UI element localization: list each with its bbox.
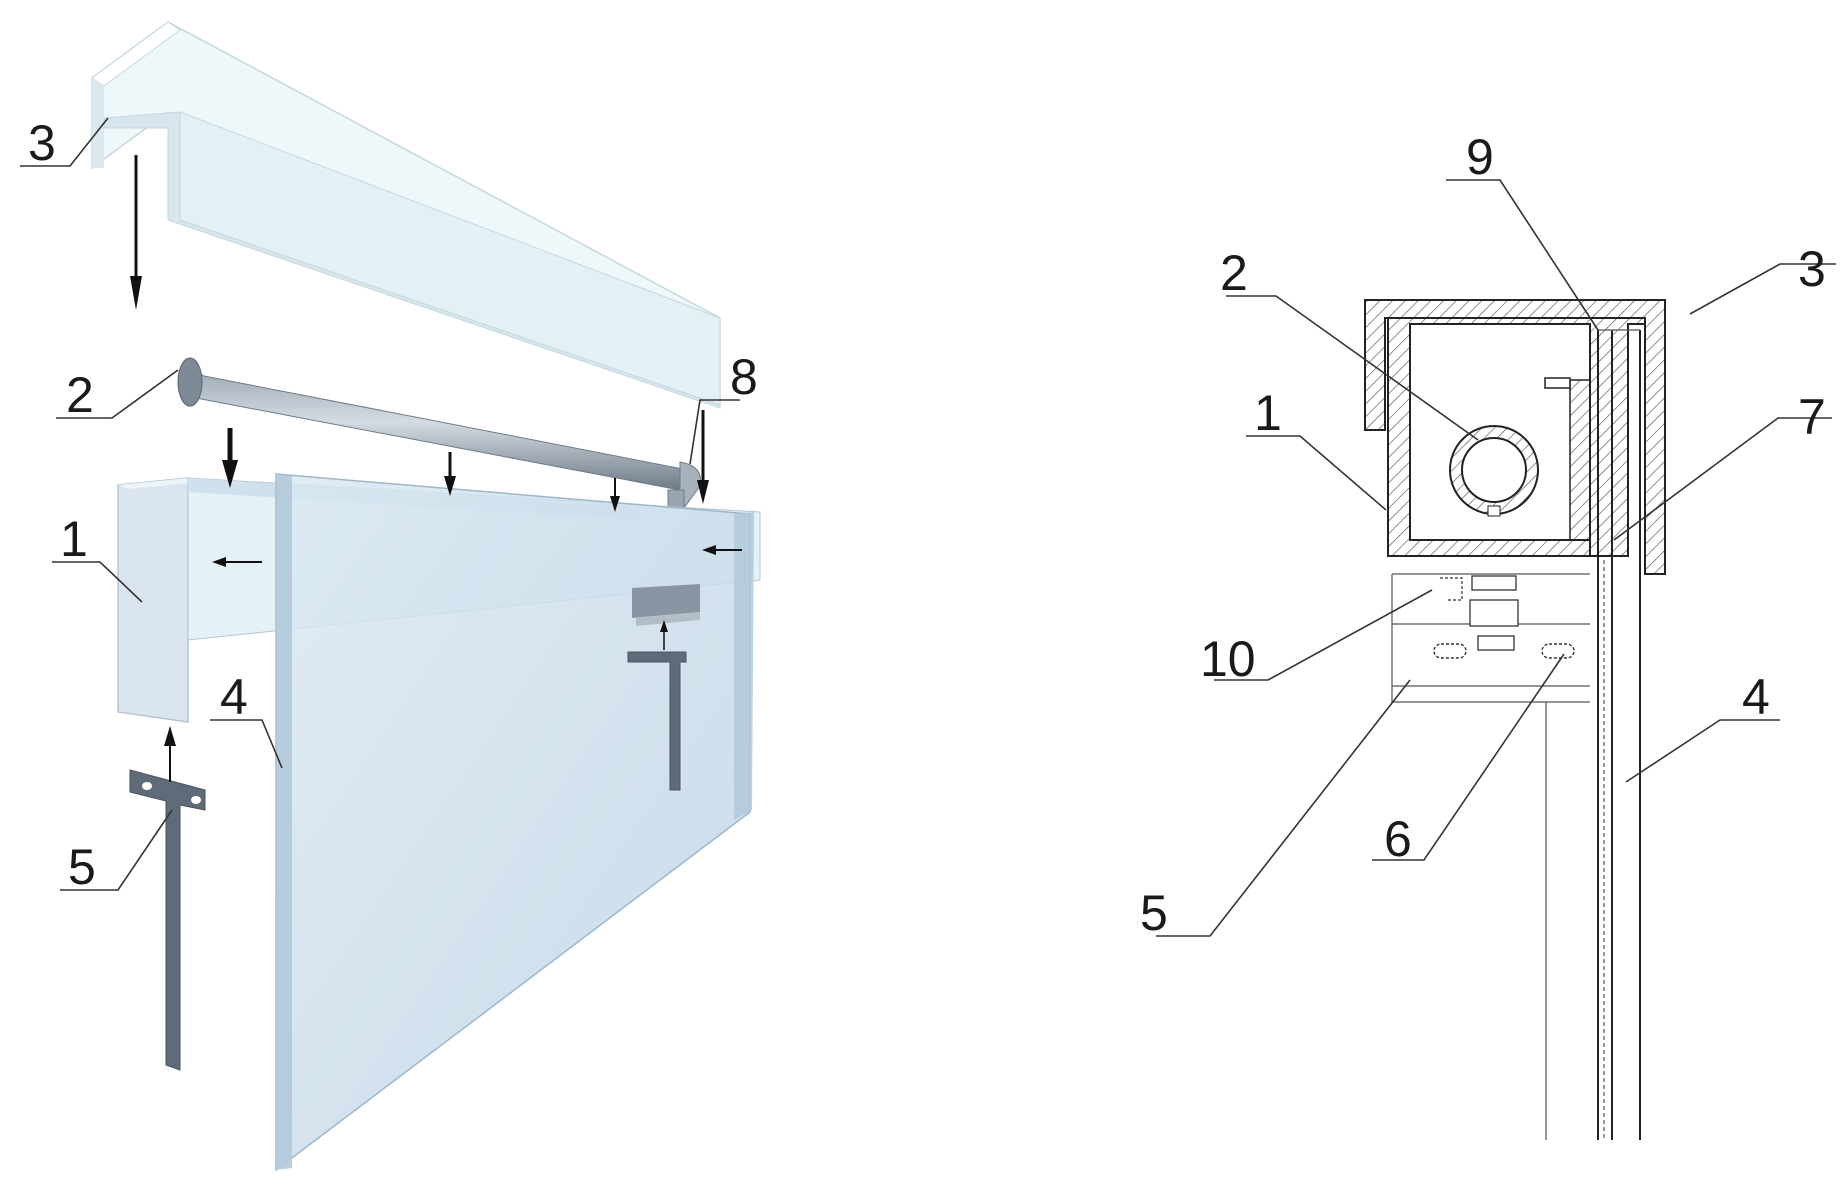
top-cover (91, 21, 721, 409)
callout-section-bracket-slot: 6 (1384, 811, 1412, 867)
callout-glass-panel: 4 (220, 669, 248, 725)
callout-section-seal: 9 (1466, 129, 1494, 185)
section-housing (1364, 299, 1666, 575)
roller-tube (177, 357, 702, 511)
callout-section-roller-tube: 2 (1220, 245, 1248, 301)
section-bracket (1391, 573, 1590, 1140)
section-roller-tube (1449, 425, 1539, 517)
callout-mounting-bracket: 5 (68, 839, 96, 895)
arrow-rear-bracket-up (660, 620, 668, 650)
callout-end-stop: 8 (730, 349, 758, 405)
assembly-arrows (130, 155, 742, 782)
arrow-profile-left (212, 557, 262, 567)
cross-section-view: 2 1 9 3 7 10 4 6 5 (1140, 129, 1836, 1140)
callout-section-mounting-bracket: 5 (1140, 885, 1168, 941)
callout-top-cover: 3 (28, 115, 56, 171)
callout-section-inner-layer: 7 (1798, 389, 1826, 445)
leaders-right (1156, 179, 1836, 937)
arrow-endstop-down (697, 410, 709, 504)
callout-section-profile-body: 1 (1254, 385, 1282, 441)
mounting-bracket (129, 769, 206, 1071)
leaders-left (20, 117, 740, 891)
rear-bracket (627, 584, 700, 791)
callout-profile-body: 1 (60, 511, 88, 567)
callout-section-top-cover: 3 (1798, 241, 1826, 297)
arrow-tube-down-right (610, 478, 620, 512)
callout-section-fastener: 10 (1200, 631, 1256, 687)
glass-panel (275, 473, 754, 1172)
arrow-cover-down (130, 155, 142, 310)
callout-section-glass-panel: 4 (1742, 669, 1770, 725)
callout-roller-tube: 2 (66, 367, 94, 423)
arrow-profile-right-left (702, 545, 742, 555)
arrow-tube-down-middle (444, 452, 456, 496)
arrow-tube-down-left (222, 428, 238, 488)
exploded-view: 3 2 8 1 4 5 (20, 21, 761, 1172)
arrow-bracket-up (164, 726, 176, 782)
section-glass (1597, 329, 1641, 1140)
